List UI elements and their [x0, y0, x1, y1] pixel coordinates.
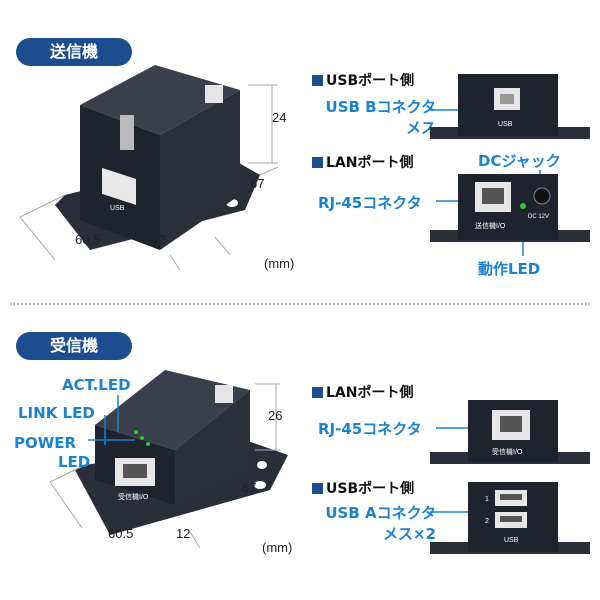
section-divider: [10, 303, 590, 305]
receiver-power-led-label: POWER LED: [14, 434, 91, 471]
sender-dim-height: 24: [272, 110, 287, 125]
sender-rj45-label: RJ-45コネクタ: [318, 194, 422, 212]
sender-lan-panel-label: 送信機I/O: [475, 221, 506, 230]
receiver-usb-panel-image: 1 2 USB: [430, 482, 590, 554]
sender-dc-jack-label: DCジャック: [478, 152, 561, 170]
receiver-usb-connector-label: USB Aコネクタ メス×2: [325, 504, 436, 543]
receiver-act-led-label: ACT.LED: [62, 376, 131, 394]
receiver-device-image: 受信機I/O: [49, 370, 288, 549]
receiver-dim-flange: 12: [176, 526, 191, 541]
receiver-usb-port-1: 1: [485, 496, 489, 503]
sender-dim-width: 60.5: [75, 232, 101, 247]
receiver-dim-height: 26: [268, 408, 283, 423]
sender-usb-panel-image: USB: [430, 74, 590, 139]
sender-dim-flange: 12: [151, 232, 166, 247]
receiver-usb-panel-label: USB: [504, 537, 519, 544]
sender-led-label: 動作LED: [478, 260, 541, 278]
receiver-led-callouts: [88, 395, 135, 445]
sender-dim-unit: (mm): [264, 256, 295, 271]
receiver-lan-panel-label: 受信機I/O: [492, 447, 523, 456]
sender-usb-heading: USBポート側: [312, 70, 414, 90]
receiver-rj45-label: RJ-45コネクタ: [318, 420, 422, 438]
sender-device-image: USB: [19, 65, 279, 270]
receiver-lan-heading: LANポート側: [312, 382, 413, 402]
sender-device-usb-label: USB: [110, 205, 125, 212]
receiver-link-led-label: LINK LED: [18, 404, 95, 422]
receiver-lan-panel-image: 受信機I/O: [430, 400, 590, 464]
receiver-usb-port-2: 2: [485, 518, 489, 525]
receiver-badge: 受信機: [16, 332, 132, 360]
sender-badge: 送信機: [16, 38, 132, 66]
sender-lan-panel-image: 送信機I/O DC 12V: [430, 170, 590, 256]
receiver-dim-depth: 67: [242, 480, 257, 495]
sender-usb-panel-label: USB: [498, 121, 513, 128]
receiver-usb-heading: USBポート側: [312, 478, 414, 498]
receiver-device-io-label: 受信機I/O: [118, 492, 149, 501]
sender-dim-depth: 67: [250, 176, 265, 191]
receiver-dim-unit: (mm): [262, 540, 293, 555]
sender-dc-panel-label: DC 12V: [528, 214, 549, 220]
sender-lan-heading: LANポート側: [312, 152, 413, 172]
sender-usb-connector-label: USB Bコネクタ メス: [325, 98, 436, 137]
receiver-dim-width: 60.5: [108, 526, 134, 541]
